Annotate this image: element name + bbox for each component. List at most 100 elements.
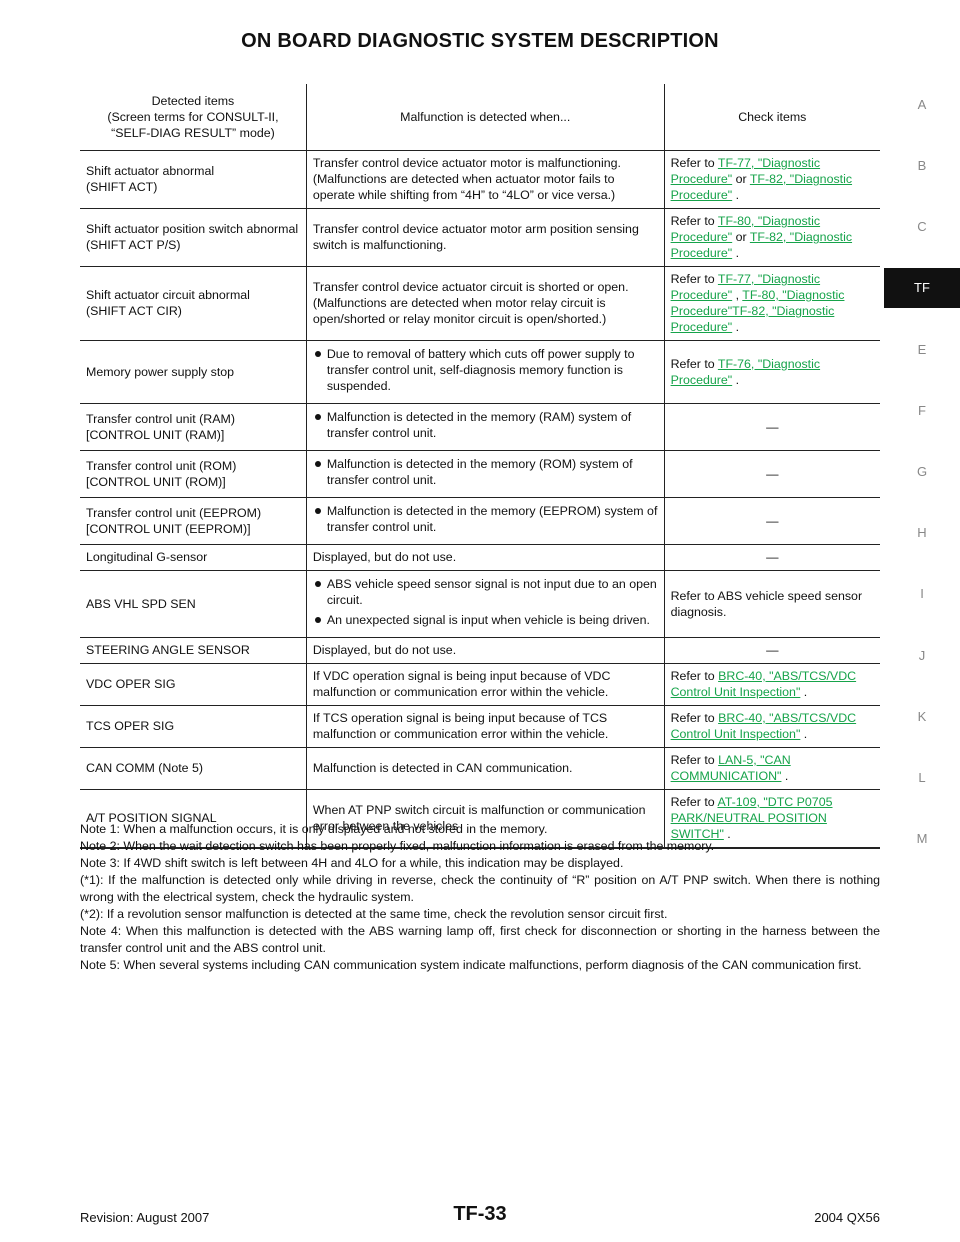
section-tab-tf[interactable]: TF xyxy=(884,267,960,308)
revision-text: Revision: August 2007 xyxy=(80,1210,210,1225)
condition-bullet: Malfunction is detected in the memory (E… xyxy=(313,503,658,535)
section-tab-e[interactable]: E xyxy=(917,341,927,357)
reference-text: or xyxy=(732,230,750,244)
detected-item-cell: Longitudinal G-sensor xyxy=(80,544,307,571)
condition-bullet: Malfunction is detected in the memory (R… xyxy=(313,456,658,488)
table-row: Shift actuator abnormal(SHIFT ACT)Transf… xyxy=(80,150,880,209)
malfunction-condition-cell: Displayed, but do not use. xyxy=(305,637,665,664)
reference-link[interactable]: TF-80, "Diagnostic Procedure" xyxy=(670,214,821,244)
reference-link[interactable]: LAN-5, "CAN COMMUNICATION" xyxy=(670,753,791,783)
malfunction-condition-cell: Malfunction is detected in the memory (E… xyxy=(305,497,665,545)
condition-bullet: ABS vehicle speed sensor signal is not i… xyxy=(313,576,658,608)
reference-link[interactable]: TF-77, "Diagnostic Procedure" xyxy=(670,156,821,186)
notes-section: Note 1: When a malfunction occurs, it is… xyxy=(80,821,880,974)
malfunction-condition-cell: Malfunction is detected in the memory (R… xyxy=(305,450,665,498)
note-line: (*2): If a revolution sensor malfunction… xyxy=(80,907,668,921)
table-row: Shift actuator circuit abnormal(SHIFT AC… xyxy=(80,266,880,341)
reference-link[interactable]: TF-82, "Diagnostic Procedure" xyxy=(670,172,853,202)
check-items-cell: — xyxy=(663,403,880,451)
check-items-cell: — xyxy=(663,450,880,498)
diagnostic-items-table: Detected items(Screen terms for CONSULT-… xyxy=(80,84,880,849)
detected-item-cell: Shift actuator abnormal(SHIFT ACT) xyxy=(80,150,307,209)
detected-item-cell: A/T POSITION SIGNAL xyxy=(80,789,307,849)
condition-bullet-list: ABS vehicle speed sensor signal is not i… xyxy=(313,576,658,628)
check-items-cell: Refer to TF-80, "Diagnostic Procedure" o… xyxy=(663,208,880,267)
check-items-cell: — xyxy=(663,544,880,571)
section-tab-a[interactable]: A xyxy=(917,97,927,112)
detected-item-cell: VDC OPER SIG xyxy=(80,663,307,706)
section-tab-i[interactable]: I xyxy=(920,586,924,602)
note-line: Note 3: If 4WD shift switch is left betw… xyxy=(80,856,624,870)
check-items-cell: Refer to TF-76, "Diagnostic Procedure" . xyxy=(663,340,880,404)
check-items-cell: Refer to AT-109, "DTC P0705 PARK/NEUTRAL… xyxy=(663,789,880,849)
reference-link[interactable]: TF-80, "Diagnostic Procedure"TF-82, "Dia… xyxy=(670,288,845,334)
reference-link[interactable]: TF-77, "Diagnostic Procedure" xyxy=(670,272,821,302)
condition-bullet: An unexpected signal is input when vehic… xyxy=(313,612,658,628)
detected-item-cell: CAN COMM (Note 5) xyxy=(80,747,307,790)
condition-bullet-list: Malfunction is detected in the memory (R… xyxy=(313,456,658,488)
reference-text: . xyxy=(800,727,808,741)
page-number: TF-33 xyxy=(453,1203,507,1225)
detected-item-cell: Shift actuator circuit abnormal(SHIFT AC… xyxy=(80,266,307,341)
condition-bullet-list: Due to removal of battery which cuts off… xyxy=(313,346,658,394)
check-items-cell: Refer to LAN-5, "CAN COMMUNICATION" . xyxy=(663,747,880,790)
section-tab-j[interactable]: J xyxy=(918,647,926,663)
reference-link[interactable]: AT-109, "DTC P0705 PARK/NEUTRAL POSITION… xyxy=(670,795,833,841)
reference-text: , xyxy=(732,288,743,302)
reference-text: Refer to xyxy=(670,795,718,809)
detected-item-cell: Memory power supply stop xyxy=(80,340,307,404)
section-tab-b[interactable]: B xyxy=(917,158,927,174)
detected-item-cell: ABS VHL SPD SEN xyxy=(80,570,307,638)
section-tab-k[interactable]: K xyxy=(917,708,927,724)
table-row: Shift actuator position switch abnormal(… xyxy=(80,208,880,267)
section-tab-c[interactable]: C xyxy=(917,219,927,235)
malfunction-condition-cell: If VDC operation signal is being input b… xyxy=(305,663,665,706)
reference-text: Refer to xyxy=(670,272,718,286)
note-line: Note 2: When the wait detection switch h… xyxy=(80,839,715,853)
check-items-cell: Refer to BRC-40, "ABS/TCS/VDC Control Un… xyxy=(663,663,880,706)
page-title: ON BOARD DIAGNOSTIC SYSTEM DESCRIPTION xyxy=(241,30,719,52)
malfunction-condition-cell: Transfer control device actuator circuit… xyxy=(305,266,665,341)
header-malfunction-detected: Malfunction is detected when... xyxy=(305,84,665,151)
reference-text: . xyxy=(732,188,740,202)
detected-item-cell: Shift actuator position switch abnormal(… xyxy=(80,208,307,267)
malfunction-condition-cell: When AT PNP switch circuit is malfunctio… xyxy=(305,789,665,849)
note-line: Note 1: When a malfunction occurs, it is… xyxy=(80,822,548,836)
reference-link[interactable]: TF-82, "Diagnostic Procedure" xyxy=(670,230,853,260)
malfunction-condition-cell: Malfunction is detected in the memory (R… xyxy=(305,403,665,451)
detected-item-cell: Transfer control unit (RAM)[CONTROL UNIT… xyxy=(80,403,307,451)
condition-bullet-list: Malfunction is detected in the memory (R… xyxy=(313,409,658,441)
reference-text: Refer to xyxy=(670,156,718,170)
reference-text: Refer to xyxy=(670,669,719,683)
condition-bullet-list: Malfunction is detected in the memory (E… xyxy=(313,503,658,535)
section-index: A B C TF E F G H I J K L M xyxy=(884,74,960,869)
note-line: Note 4: When this malfunction is detecte… xyxy=(80,924,880,955)
check-items-cell: — xyxy=(663,637,880,664)
reference-link[interactable]: BRC-40, "ABS/TCS/VDC Control Unit Inspec… xyxy=(670,669,857,699)
section-tab-m[interactable]: M xyxy=(916,831,928,847)
section-tab-f[interactable]: F xyxy=(918,402,926,418)
section-tab-h[interactable]: H xyxy=(917,525,927,541)
section-tab-g[interactable]: G xyxy=(916,463,928,479)
check-items-cell: Refer to TF-77, "Diagnostic Procedure" o… xyxy=(663,150,880,209)
table-header-row: Detected items(Screen terms for CONSULT-… xyxy=(80,84,880,151)
header-detected-items: Detected items(Screen terms for CONSULT-… xyxy=(80,84,307,151)
check-items-cell: Refer to TF-77, "Diagnostic Procedure" ,… xyxy=(663,266,880,341)
section-tab-l[interactable]: L xyxy=(918,769,926,785)
reference-text: Refer to xyxy=(670,214,718,228)
reference-link[interactable]: TF-76, "Diagnostic Procedure" xyxy=(670,356,821,387)
malfunction-condition-cell: Displayed, but do not use. xyxy=(305,544,665,571)
reference-text: Refer to xyxy=(670,711,719,725)
condition-bullet: Malfunction is detected in the memory (R… xyxy=(313,409,658,441)
reference-text: . xyxy=(732,372,740,387)
reference-text: . xyxy=(723,827,731,841)
table-row: Transfer control unit (EEPROM)[CONTROL U… xyxy=(80,497,880,545)
note-line: (*1): If the malfunction is detected onl… xyxy=(80,873,880,904)
reference-text: . xyxy=(732,246,740,260)
reference-link[interactable]: BRC-40, "ABS/TCS/VDC Control Unit Inspec… xyxy=(670,711,857,741)
